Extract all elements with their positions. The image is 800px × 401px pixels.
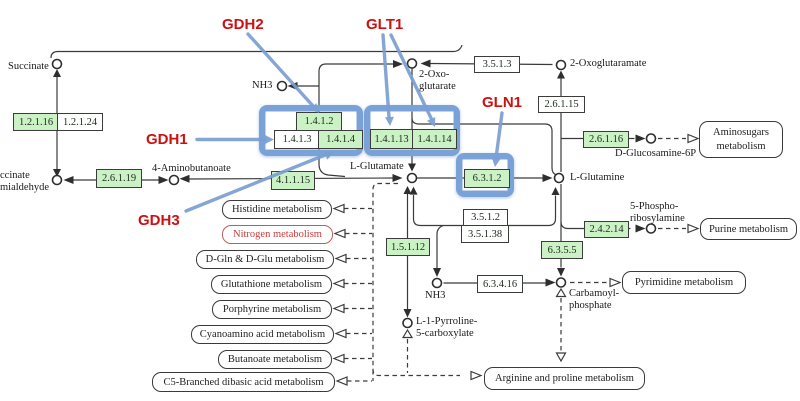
ec-box-1.4.1.4[interactable]: 1.4.1.4 bbox=[318, 130, 363, 149]
label-5-phosphoribosylamine: 5-Phospho- ribosylamine bbox=[630, 201, 685, 226]
pathway-box-glutathione[interactable]: Glutathione metabolism bbox=[211, 275, 332, 294]
pathway-box-aminosugars[interactable]: Aminosugars metabolism bbox=[699, 121, 783, 158]
ec-box-1.4.1.2[interactable]: 1.4.1.2 bbox=[296, 112, 342, 131]
annotation-gln1: GLN1 bbox=[482, 94, 523, 111]
annotation-gdh3: GDH3 bbox=[138, 212, 180, 229]
label-succinate-semialdehyde-line2: mialdehyde bbox=[0, 182, 49, 194]
ec-box-2.6.1.16[interactable]: 2.6.1.16 bbox=[583, 131, 629, 148]
label-succinate: Succinate bbox=[8, 61, 49, 72]
label-l-1-pyrroline-line2: 5-carboxylate bbox=[416, 328, 474, 340]
pathway-box-histidine[interactable]: Histidine metabolism bbox=[222, 200, 332, 219]
ec-box-1.5.1.12[interactable]: 1.5.1.12 bbox=[386, 238, 430, 256]
pathway-box-nitrogen[interactable]: Nitrogen metabolism bbox=[222, 225, 333, 244]
label-succinate-semialdehyde-line1: ccinate bbox=[0, 170, 30, 181]
node-l-glutamate[interactable] bbox=[406, 172, 418, 184]
node-succinate-semialdehyde[interactable] bbox=[51, 174, 63, 186]
label-4-aminobutanoate: 4-Aminobutanoate bbox=[152, 163, 231, 174]
label-2-oxoglutarate-line2: glutarate bbox=[419, 81, 456, 93]
ec-box-6.3.4.16[interactable]: 6.3.4.16 bbox=[477, 275, 523, 293]
pathway-box-dgln-dglu[interactable]: D-Gln & D-Glu metabolism bbox=[196, 250, 334, 269]
node-nh3-bottom[interactable] bbox=[431, 277, 443, 289]
node-succinate[interactable] bbox=[51, 58, 63, 70]
label-succinate-semialdehyde: ccinate mialdehyde bbox=[0, 170, 49, 195]
pathway-box-arginine-proline[interactable]: Arginine and proline metabolism bbox=[484, 367, 645, 390]
label-carbamoyl-phosphate-line1: Carbamoyl- bbox=[569, 288, 620, 299]
ec-box-6.3.5.5[interactable]: 6.3.5.5 bbox=[541, 241, 583, 259]
ec-box-2.6.1.19[interactable]: 2.6.1.19 bbox=[96, 169, 142, 188]
ec-box-3.5.1.38[interactable]: 3.5.1.38 bbox=[461, 225, 509, 243]
node-nh3-top[interactable] bbox=[276, 80, 288, 92]
node-l-glutamine[interactable] bbox=[553, 172, 565, 184]
ec-box-1.2.1.24[interactable]: 1.2.1.24 bbox=[57, 113, 103, 131]
highlight-box-gln-group bbox=[456, 153, 514, 197]
node-2-oxoglutarate[interactable] bbox=[406, 58, 418, 69]
label-5-phosphoribosylamine-line1: 5-Phospho- bbox=[630, 201, 679, 212]
node-4-aminobutanoate[interactable] bbox=[168, 174, 180, 186]
label-5-phosphoribosylamine-line2: ribosylamine bbox=[630, 213, 685, 225]
annotation-gdh1: GDH1 bbox=[146, 131, 188, 148]
pathway-box-pyrimidine[interactable]: Pyrimidine metabolism bbox=[622, 271, 746, 294]
label-l-glutamate: L-Glutamate bbox=[350, 161, 404, 172]
annotation-gdh2: GDH2 bbox=[222, 16, 264, 33]
ec-box-2.6.1.15[interactable]: 2.6.1.15 bbox=[538, 96, 585, 113]
ec-box-6.3.1.2[interactable]: 6.3.1.2 bbox=[464, 169, 510, 188]
pathway-box-cyanoamino[interactable]: Cyanoamino acid metabolism bbox=[191, 325, 334, 344]
ec-box-1.4.1.3[interactable]: 1.4.1.3 bbox=[274, 130, 320, 149]
label-l-glutamine: L-Glutamine bbox=[570, 172, 625, 183]
label-l-1-pyrroline-5-carboxylate: L-1-Pyrroline- 5-carboxylate bbox=[416, 316, 477, 341]
dashed-links bbox=[344, 137, 686, 382]
pathway-box-purine[interactable]: Purine metabolism bbox=[700, 218, 797, 240]
label-2-oxoglutaramate: 2-Oxoglutaramate bbox=[570, 58, 647, 69]
open-arrowheads bbox=[332, 133, 700, 386]
ec-box-3.5.1.2[interactable]: 3.5.1.2 bbox=[463, 209, 508, 226]
ec-box-3.5.1.3[interactable]: 3.5.1.3 bbox=[474, 56, 520, 73]
node-carbamoyl-phosphate[interactable] bbox=[555, 277, 567, 288]
ec-box-2.4.2.14[interactable]: 2.4.2.14 bbox=[584, 221, 629, 238]
label-2-oxoglutarate-line1: 2-Oxo- bbox=[419, 69, 450, 80]
pathway-box-c5-branched[interactable]: C5-Branched dibasic acid metabolism bbox=[152, 372, 335, 392]
label-l-1-pyrroline-line1: L-1-Pyrroline- bbox=[416, 316, 478, 327]
ec-box-4.1.1.15[interactable]: 4.1.1.15 bbox=[271, 171, 315, 190]
node-l-1-pyrroline-5-carboxylate[interactable] bbox=[402, 317, 413, 329]
node-5-phosphoribosylamine[interactable] bbox=[645, 223, 657, 234]
ec-box-1.2.1.16[interactable]: 1.2.1.16 bbox=[13, 113, 59, 131]
label-nh3-bottom: NH3 bbox=[425, 290, 446, 301]
label-nh3-top: NH3 bbox=[252, 80, 273, 91]
label-carbamoyl-phosphate: Carbamoyl- phosphate bbox=[569, 288, 619, 313]
label-2-oxoglutarate: 2-Oxo- glutarate bbox=[419, 69, 456, 94]
label-d-glucosamine-6p: D-Glucosamine-6P bbox=[615, 148, 697, 159]
node-2-oxoglutaramate[interactable] bbox=[555, 59, 567, 71]
pathway-box-porphyrine[interactable]: Porphyrine metabolism bbox=[212, 300, 332, 319]
annotation-glt1: GLT1 bbox=[366, 16, 404, 33]
pathway-box-butanoate[interactable]: Butanoate metabolism bbox=[218, 350, 332, 369]
ec-box-1.4.1.13[interactable]: 1.4.1.13 bbox=[370, 129, 413, 149]
label-carbamoyl-phosphate-line2: phosphate bbox=[569, 300, 612, 312]
node-d-glucosamine-6p[interactable] bbox=[645, 133, 657, 144]
ec-box-1.4.1.14[interactable]: 1.4.1.14 bbox=[412, 129, 457, 149]
